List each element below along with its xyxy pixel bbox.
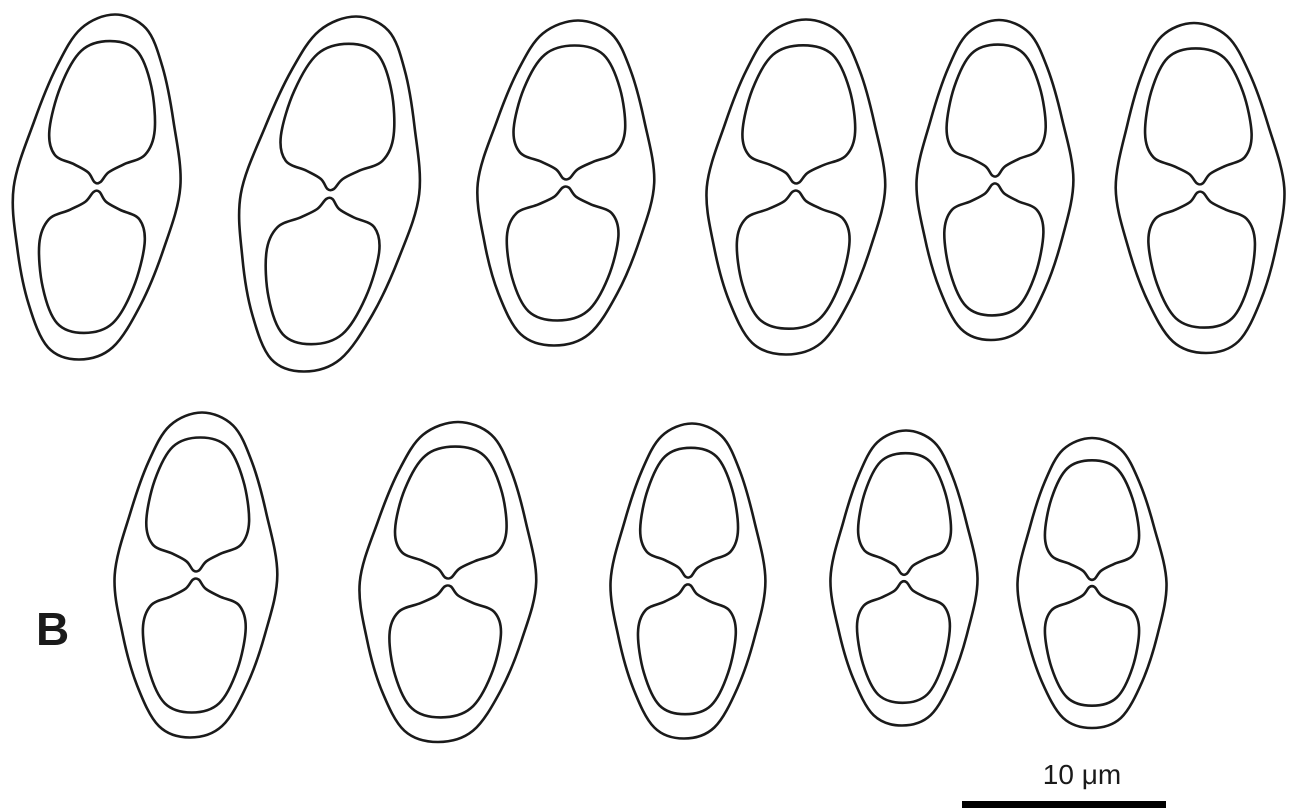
valve-outer-outline [477, 21, 654, 346]
valve-outer-outline [1017, 438, 1166, 728]
valve-lower-lobe [507, 186, 619, 320]
valve-outer-outline [1116, 23, 1285, 353]
valve-outer-outline [359, 422, 536, 742]
scale-bar [962, 801, 1166, 808]
valve-lower-lobe [39, 191, 145, 333]
valve-upper-lobe [280, 44, 394, 190]
valve-outer-outline [13, 15, 181, 360]
diatom-valve-row1-1 [13, 15, 181, 360]
valve-upper-lobe [146, 438, 249, 572]
valve-outer-outline [114, 413, 277, 738]
valve-upper-lobe [947, 45, 1046, 177]
valve-outer-outline [239, 17, 420, 372]
valve-upper-lobe [49, 41, 155, 183]
panel-label: B [36, 606, 69, 652]
diatom-valve-row2-4 [830, 431, 977, 726]
diatom-valve-row2-2 [359, 422, 536, 742]
valve-lower-lobe [944, 183, 1043, 315]
valve-outer-outline [706, 20, 885, 355]
diatom-valve-row2-1 [114, 413, 277, 738]
valve-upper-lobe [395, 447, 507, 579]
valve-outer-outline [830, 431, 977, 726]
diatom-valve-row1-2 [239, 17, 420, 372]
diatom-valve-row2-3 [610, 424, 765, 739]
valve-lower-lobe [857, 581, 950, 703]
valve-upper-lobe [742, 45, 855, 183]
valve-lower-lobe [1148, 192, 1255, 328]
valve-upper-lobe [640, 448, 738, 578]
valve-lower-lobe [1045, 586, 1139, 706]
valve-upper-lobe [514, 46, 626, 180]
valve-outer-outline [916, 20, 1073, 340]
valve-lower-lobe [266, 198, 380, 344]
valve-lower-lobe [143, 578, 246, 712]
valve-lower-lobe [737, 191, 850, 329]
scale-bar-label: 10 μm [982, 760, 1182, 790]
valve-upper-lobe [1145, 48, 1252, 184]
valve-lower-lobe [638, 584, 736, 714]
diatom-valve-row2-5 [1017, 438, 1166, 728]
valve-upper-lobe [858, 453, 951, 575]
diatom-valve-row1-3 [477, 21, 654, 346]
diatom-valve-row1-6 [1116, 23, 1285, 353]
valve-upper-lobe [1045, 460, 1139, 580]
valve-outer-outline [610, 424, 765, 739]
diatom-valve-row1-4 [706, 20, 885, 355]
diatom-valve-row1-5 [916, 20, 1073, 340]
valve-lower-lobe [389, 585, 501, 717]
